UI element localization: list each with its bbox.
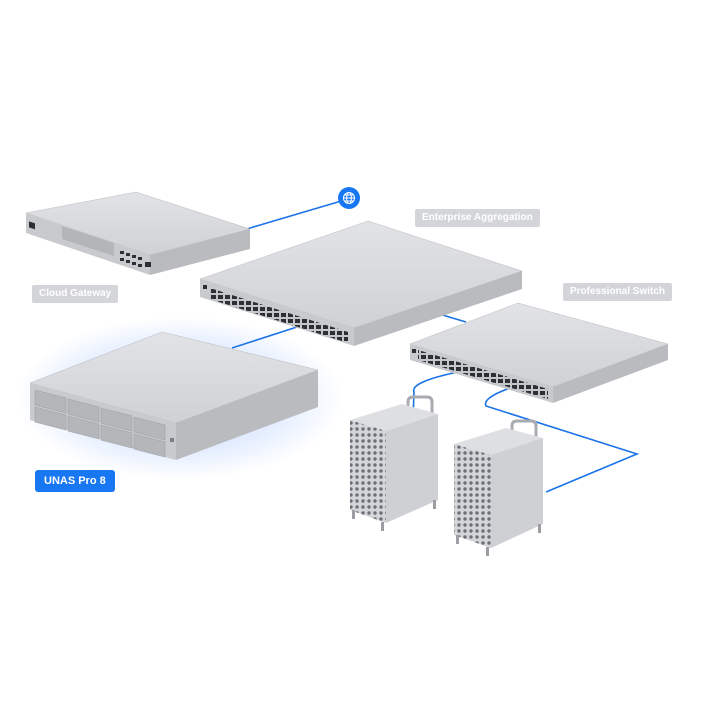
globe-icon	[343, 192, 355, 204]
label-professional-switch[interactable]: Professional Switch	[563, 283, 673, 301]
aggregation-side	[354, 271, 522, 346]
aggregation-port-row	[210, 288, 348, 343]
switch-side	[553, 344, 668, 403]
link-switch-to-mac-2	[484, 387, 640, 493]
nas-side	[176, 370, 318, 460]
switch-port-row	[418, 350, 548, 399]
gateway-drive-bay	[62, 226, 114, 256]
nas-drive-bays	[34, 389, 166, 458]
gateway-side	[150, 229, 250, 275]
link-switch-to-mac-1	[412, 371, 459, 419]
aggregation-led	[203, 285, 207, 289]
gateway-ports	[120, 251, 151, 267]
enterprise-aggregation-device[interactable]	[199, 220, 523, 346]
label-unas-pro-8[interactable]: UNAS Pro 8	[35, 470, 115, 492]
workstation-2-feet	[456, 524, 541, 556]
workstation-1-feet	[352, 500, 436, 531]
workstation-1-front	[350, 420, 386, 523]
workstation-2-front	[454, 444, 491, 548]
unas-pro-8-device[interactable]	[29, 331, 319, 460]
link-gateway-to-internet	[239, 198, 349, 232]
professional-switch-device[interactable]	[409, 302, 669, 403]
link-aggregation-to-nas	[231, 325, 301, 349]
workstation-1-top	[350, 404, 438, 431]
internet-node[interactable]	[338, 187, 360, 209]
label-enterprise-aggregation[interactable]: Enterprise Aggregation	[415, 209, 540, 227]
cloud-gateway-device[interactable]	[25, 191, 251, 275]
workstation-1[interactable]	[350, 395, 438, 531]
nas-led	[170, 438, 174, 442]
workstation-2-handle	[510, 419, 538, 442]
switch-led	[412, 349, 416, 353]
workstation-2-side	[491, 438, 543, 548]
workstation-1-side	[386, 414, 438, 523]
workstation-2-top	[454, 428, 543, 455]
workstation-2[interactable]	[454, 419, 543, 556]
workstation-1-handle	[406, 395, 434, 418]
label-cloud-gateway[interactable]: Cloud Gateway	[32, 285, 119, 303]
